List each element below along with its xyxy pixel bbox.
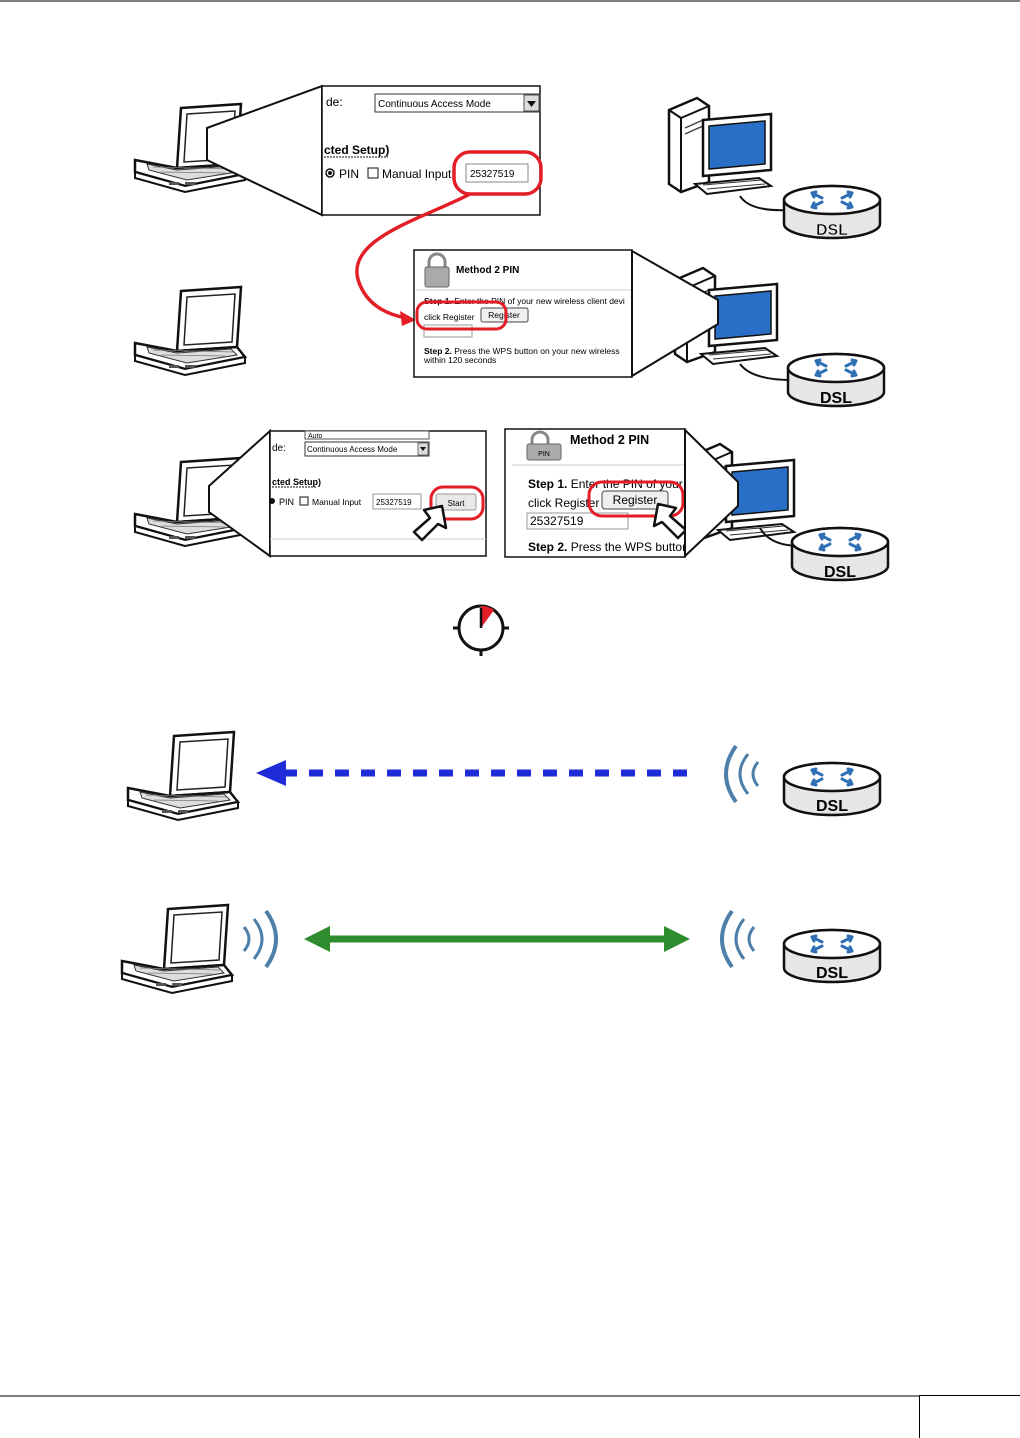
network-cable: [739, 363, 793, 381]
lock-icon: [424, 252, 450, 288]
callout-pointer: [631, 249, 719, 378]
click-register-text: click Register: [424, 312, 475, 322]
step1-text: Step 1. Enter the PIN of your n: [528, 477, 693, 491]
wireless-waves-icon: [242, 909, 278, 969]
pin-field-value: 25327519: [376, 498, 412, 507]
wireless-waves-icon: [720, 909, 756, 969]
mode-label: de:: [272, 443, 286, 454]
register-highlight: [415, 300, 508, 331]
laptop-icon: [120, 903, 234, 995]
setup-label: cted Setup): [272, 477, 321, 487]
start-button-label: Start: [448, 499, 466, 508]
manual-input-label: Manual Input: [312, 497, 362, 507]
setup-label: cted Setup): [324, 143, 389, 157]
mode-select-value: Continuous Access Mode: [378, 99, 491, 110]
router-label: DSL: [816, 798, 848, 815]
laptop-icon: [126, 730, 240, 822]
svg-text:PIN: PIN: [538, 451, 550, 458]
router-label: DSL: [820, 390, 852, 407]
ap-wps-panel: Method 2 PIN Step 1. Enter the PIN of yo…: [413, 249, 633, 378]
pin-icon: PIN: [526, 430, 562, 461]
auto-select-value: Auto: [308, 433, 323, 440]
connection-arrowhead-left: [304, 926, 330, 952]
router-label: DSL: [824, 564, 856, 581]
method-title: Method 2 PIN: [456, 265, 519, 276]
chevron-down-icon: [527, 101, 536, 107]
step2-text-line2: within 120 seconds: [423, 355, 496, 365]
router-label: DSL: [816, 965, 848, 982]
page-number-box: [919, 1395, 1020, 1438]
pin-field[interactable]: [372, 493, 422, 510]
start-highlight: [429, 485, 485, 521]
laptop-icon: [133, 285, 247, 377]
pin-input-value: 25327519: [530, 514, 584, 528]
step2-text: Step 2. Press the WPS button: [528, 540, 689, 554]
click-register-text: click Register: [528, 496, 599, 510]
pin-field-value: 25327519: [470, 169, 515, 180]
network-cable: [739, 195, 791, 212]
connection-arrowhead-right: [664, 926, 690, 952]
mode-label: de:: [326, 95, 343, 109]
pin-radio-label: PIN: [279, 497, 294, 507]
register-button-label: Register: [488, 310, 520, 320]
ap-wps-panel-register: PIN Method 2 PIN Step 1. Enter the PIN o…: [504, 428, 693, 558]
register-button-label: Register: [613, 493, 658, 507]
callout-pointer: [684, 427, 739, 559]
step2-text: Step 2. Press the WPS button on your new…: [424, 346, 620, 356]
wireless-waves-icon: [724, 744, 760, 804]
mode-select[interactable]: Continuous Access Mode: [304, 441, 430, 457]
discovery-arrowhead: [256, 760, 286, 786]
pin-highlight: [452, 150, 543, 196]
router-label: DSL: [816, 222, 848, 239]
chevron-down-icon: [420, 447, 426, 451]
mode-select-value: Continuous Access Mode: [307, 445, 398, 454]
register-highlight: [587, 480, 685, 518]
pin-field[interactable]: [465, 163, 529, 183]
method-title: Method 2 PIN: [570, 433, 649, 447]
mode-select[interactable]: Continuous Access Mode: [374, 93, 541, 113]
pin-radio-label: PIN: [339, 167, 359, 181]
pin-input[interactable]: [423, 324, 473, 338]
client-wps-panel-start: Auto de: Continuous Access Mode cted Set…: [269, 430, 487, 557]
timer-icon: [453, 604, 509, 656]
manual-input-checkbox[interactable]: [299, 496, 309, 506]
register-button[interactable]: Register: [601, 490, 669, 510]
pin-radio[interactable]: [269, 498, 275, 504]
transfer-pin-arrow: [355, 192, 471, 320]
client-wps-panel: de: Continuous Access Mode cted Setup) P…: [321, 85, 543, 216]
start-button[interactable]: Start: [435, 493, 477, 511]
manual-input-label: Manual Input: [382, 167, 452, 181]
desktop-computer-icon: [667, 96, 773, 196]
manual-input-checkbox[interactable]: [367, 167, 379, 179]
